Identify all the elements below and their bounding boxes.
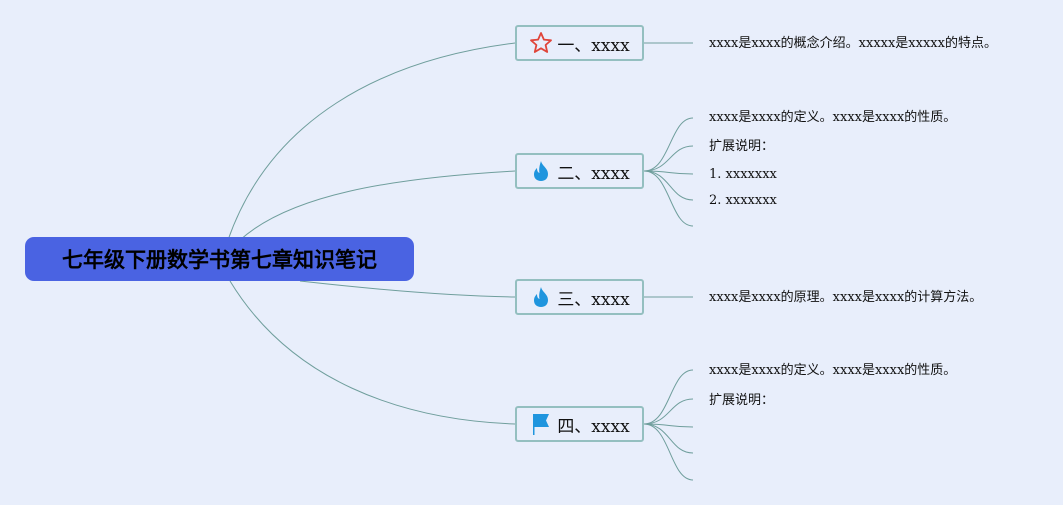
- topic-node-1[interactable]: 一、xxxx: [515, 25, 644, 61]
- leaf-text[interactable]: xxxx是xxxx的原理。xxxx是xxxx的计算方法。: [709, 290, 983, 305]
- links-topic2-leaves: [643, 117, 694, 227]
- topic-label: 四、xxxx: [557, 416, 630, 437]
- topic-node-3[interactable]: 三、xxxx: [515, 279, 644, 315]
- topic-node-2[interactable]: 二、xxxx: [515, 153, 644, 189]
- fire-icon: [534, 287, 549, 307]
- link-root-topic1: [227, 42, 516, 241]
- root-title: 七年级下册数学书第七章知识笔记: [62, 248, 377, 272]
- fire-icon: [534, 161, 549, 181]
- star-icon: [530, 32, 553, 53]
- flag-icon: [533, 414, 550, 435]
- topic-label: 三、xxxx: [557, 289, 630, 310]
- link-root-topic4: [229, 280, 516, 425]
- links-topic4-leaves: [643, 369, 694, 481]
- link-root-topic3: [299, 280, 516, 298]
- leaf-text[interactable]: xxxx是xxxx的概念介绍。xxxxx是xxxxx的特点。: [709, 36, 997, 51]
- root-node[interactable]: 七年级下册数学书第七章知识笔记: [25, 237, 414, 281]
- leaf-text[interactable]: 2. xxxxxxx: [709, 193, 777, 208]
- topic-node-4[interactable]: 四、xxxx: [515, 406, 644, 442]
- leaf-text[interactable]: xxxx是xxxx的定义。xxxx是xxxx的性质。: [709, 110, 957, 125]
- topic-label: 二、xxxx: [557, 163, 630, 184]
- leaf-text[interactable]: 扩展说明：: [709, 139, 775, 154]
- topic-label: 一、xxxx: [557, 35, 630, 56]
- link-root-topic2: [239, 170, 516, 241]
- leaf-text[interactable]: xxxx是xxxx的定义。xxxx是xxxx的性质。: [709, 363, 957, 378]
- leaf-text[interactable]: 1. xxxxxxx: [709, 167, 777, 182]
- leaf-text[interactable]: 扩展说明：: [709, 393, 775, 408]
